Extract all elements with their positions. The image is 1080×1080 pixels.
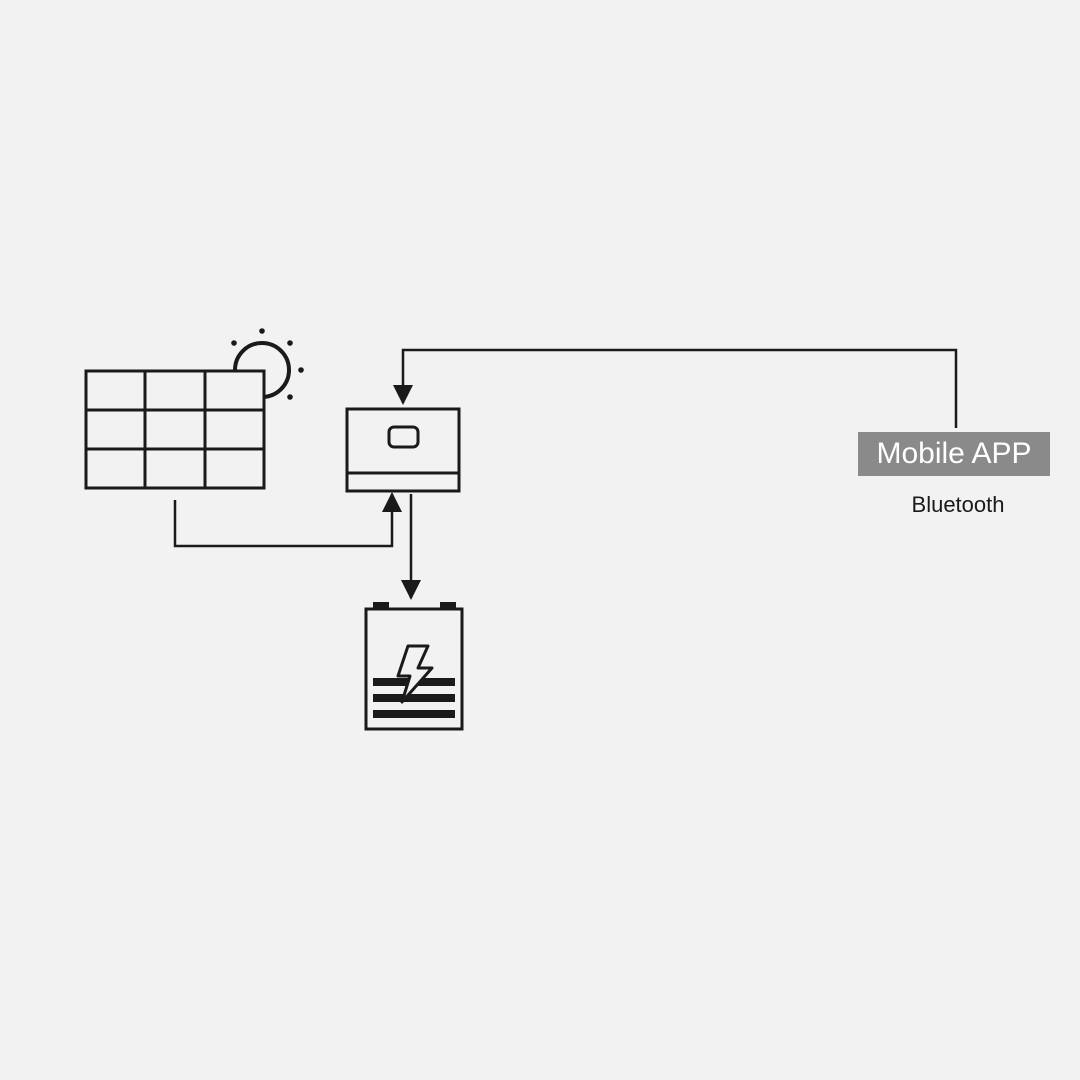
charge-controller-icon — [345, 407, 461, 493]
controller-display-icon — [387, 425, 420, 449]
mobile-app-badge: Mobile APP — [858, 432, 1050, 476]
panel-to-controller-line — [173, 492, 402, 548]
connection-label: Bluetooth — [911, 492, 1005, 517]
solar-panel-icon — [84, 369, 266, 490]
battery-icon — [364, 602, 464, 731]
app-to-controller-line — [393, 348, 958, 428]
lightning-bolt-icon — [396, 644, 434, 704]
